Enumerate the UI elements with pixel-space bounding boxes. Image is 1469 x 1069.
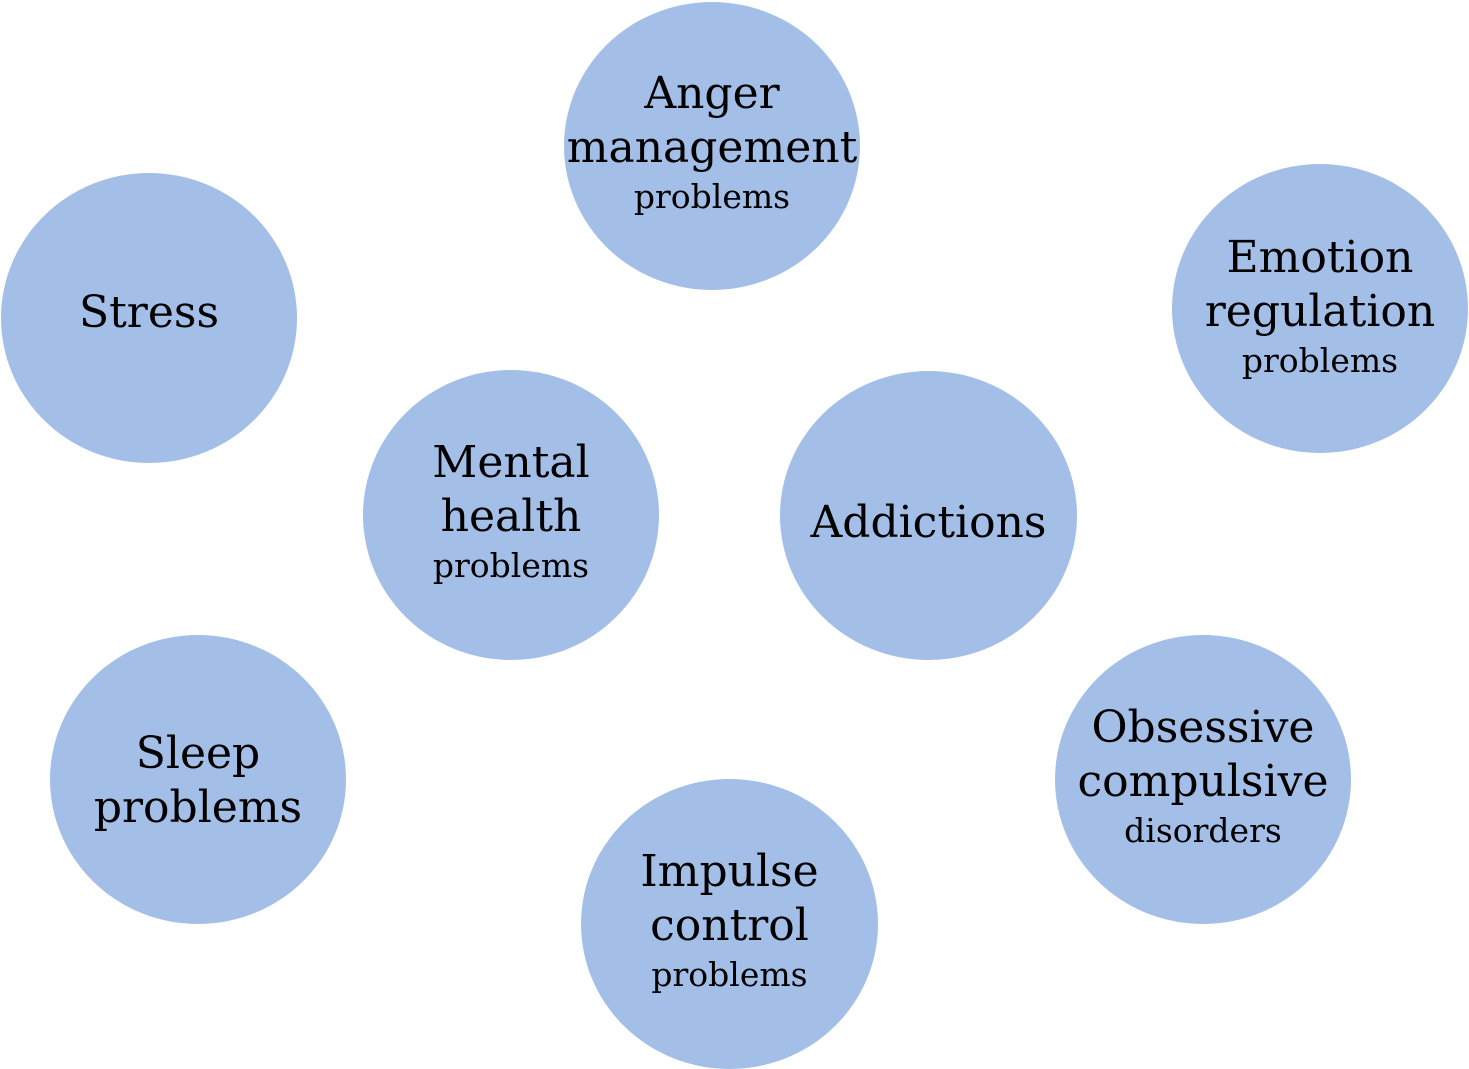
node-mental-health: Mental health problems: [363, 370, 659, 660]
node-sublabel: problems: [1241, 340, 1399, 380]
node-label: control: [650, 900, 809, 951]
node-label: Sleep: [135, 727, 261, 779]
node-label: Addictions: [810, 496, 1047, 548]
node-label: Emotion: [1226, 231, 1414, 283]
node-addictions: Addictions: [780, 371, 1077, 660]
node-label: health: [440, 491, 582, 542]
node-label: Anger: [644, 68, 780, 119]
node-obsessive-compulsive: Obsessive compulsive disorders: [1055, 635, 1351, 924]
node-label: Stress: [78, 287, 220, 338]
node-label: problems: [93, 781, 303, 833]
node-anger-management: Anger management problems: [564, 2, 860, 290]
node-label: management: [566, 122, 858, 173]
node-sublabel: problems: [651, 955, 808, 994]
node-label: Mental: [432, 437, 590, 488]
node-emotion-regulation: Emotion regulation problems: [1172, 164, 1468, 453]
node-sleep-problems: Sleep problems: [50, 635, 346, 924]
node-impulse-control: Impulse control problems: [581, 779, 878, 1069]
node-label: Impulse: [640, 846, 819, 897]
node-label: regulation: [1204, 285, 1436, 337]
node-label: Obsessive: [1091, 701, 1315, 753]
node-label: compulsive: [1077, 755, 1329, 807]
node-sublabel: disorders: [1124, 810, 1282, 850]
node-sublabel: problems: [432, 546, 590, 585]
node-sublabel: problems: [633, 177, 791, 216]
node-stress: Stress: [1, 173, 297, 463]
